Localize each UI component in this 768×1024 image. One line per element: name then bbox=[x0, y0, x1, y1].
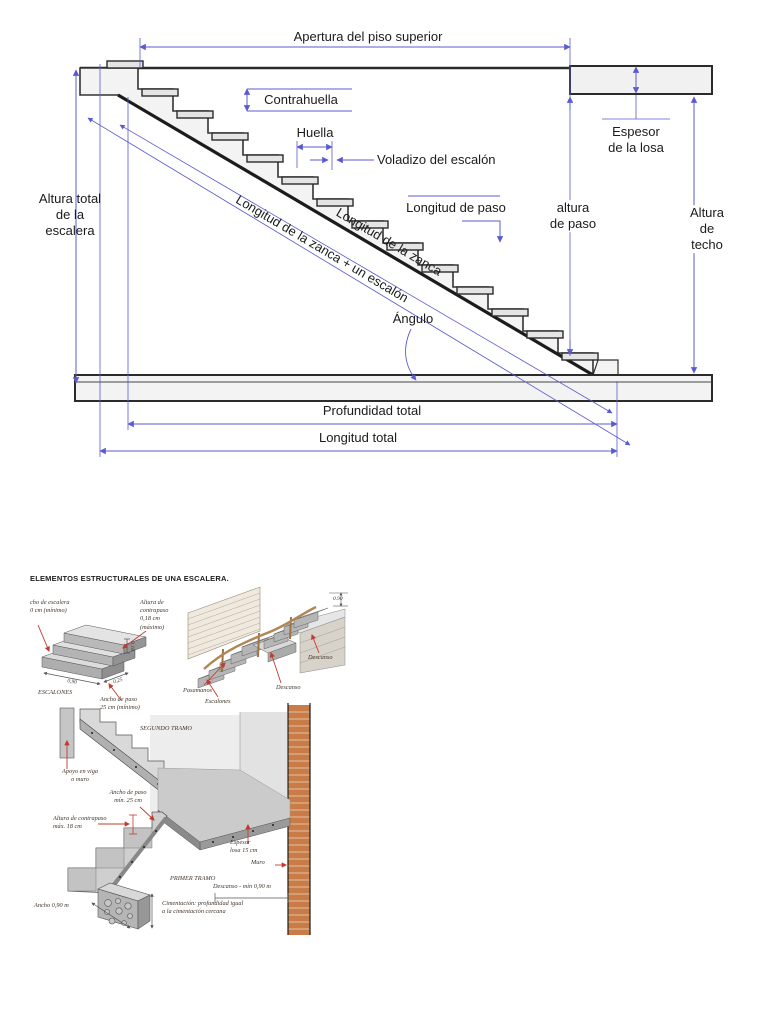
label-espesor-losa-section: Espesor losa 15 cm bbox=[230, 839, 258, 855]
label-segundo-tramo: SEGUNDO TRAMO bbox=[140, 725, 192, 732]
label-altura-contrapaso-detail: Altura de contrapaso 0,18 cm (máximo) bbox=[140, 599, 169, 631]
label-espesor-losa: Espesor de la losa bbox=[608, 124, 664, 155]
lower-slab bbox=[74, 374, 713, 402]
label-muro: Muro bbox=[251, 859, 265, 866]
upper-slab bbox=[569, 65, 713, 95]
label-altura-total: Altura total de la escalera bbox=[38, 191, 102, 238]
label-longitud-total: Longitud total bbox=[318, 430, 398, 446]
label-ancho-de-paso-section: Ancho de paso mín. 25 cm bbox=[109, 789, 147, 805]
label-altura-de-paso: altura de paso bbox=[547, 200, 599, 232]
label-descanso-2: Descanso bbox=[308, 654, 333, 661]
label-escalones-caps: ESCALONES bbox=[38, 689, 73, 696]
label-contrahuella: Contrahuella bbox=[264, 92, 338, 108]
structural-elements-figure bbox=[37, 586, 348, 935]
label-escalones-iso: Escalones bbox=[205, 698, 231, 705]
stair-structure bbox=[74, 60, 713, 402]
steps-detail bbox=[37, 624, 147, 701]
iso-stair bbox=[187, 586, 348, 698]
label-cimentacion: Cimentación: profundidad igual a la cime… bbox=[162, 900, 244, 916]
label-pasamanos: Pasamanos bbox=[183, 687, 213, 694]
label-descanso-dim: Descanso - mín 0,90 m bbox=[213, 883, 271, 890]
dim-alto-iso: 0.90 bbox=[333, 596, 343, 602]
label-ancho-090: Ancho 0,90 m bbox=[34, 902, 69, 909]
section-view bbox=[59, 703, 311, 935]
dim-contrapaso: 0,18 bbox=[129, 641, 135, 651]
label-angulo: Ángulo bbox=[392, 311, 434, 327]
handrail bbox=[203, 605, 317, 673]
figure2-title: ELEMENTOS ESTRUCTURALES DE UNA ESCALERA. bbox=[30, 574, 229, 583]
label-ancho-escalera: cho de escalera 0 cm (mínimo) bbox=[30, 599, 70, 615]
label-descanso-1: Descanso bbox=[276, 684, 301, 691]
stair-section-diagram bbox=[72, 38, 713, 457]
dimension-lines bbox=[72, 38, 698, 457]
label-voladizo: Voladizo del escalón bbox=[377, 152, 496, 168]
label-altura-techo: Altura de techo bbox=[688, 205, 726, 253]
label-apertura: Apertura del piso superior bbox=[293, 29, 443, 45]
label-apoyo: Apoyo en viga o muro bbox=[61, 768, 99, 784]
foundation bbox=[97, 882, 151, 930]
brick-wall bbox=[287, 703, 311, 935]
label-ancho-de-paso-detail: Ancho de paso 25 cm (mínimo) bbox=[100, 696, 140, 712]
label-huella: Huella bbox=[296, 125, 334, 141]
label-primer-tramo: PRIMER TRAMO bbox=[170, 875, 216, 882]
label-longitud-de-paso: Longitud de paso bbox=[406, 200, 506, 216]
label-profundidad-total: Profundidad total bbox=[322, 403, 422, 419]
label-altura-contrapaso-section: Altura de contrapaso máx. 18 cm bbox=[53, 815, 107, 831]
